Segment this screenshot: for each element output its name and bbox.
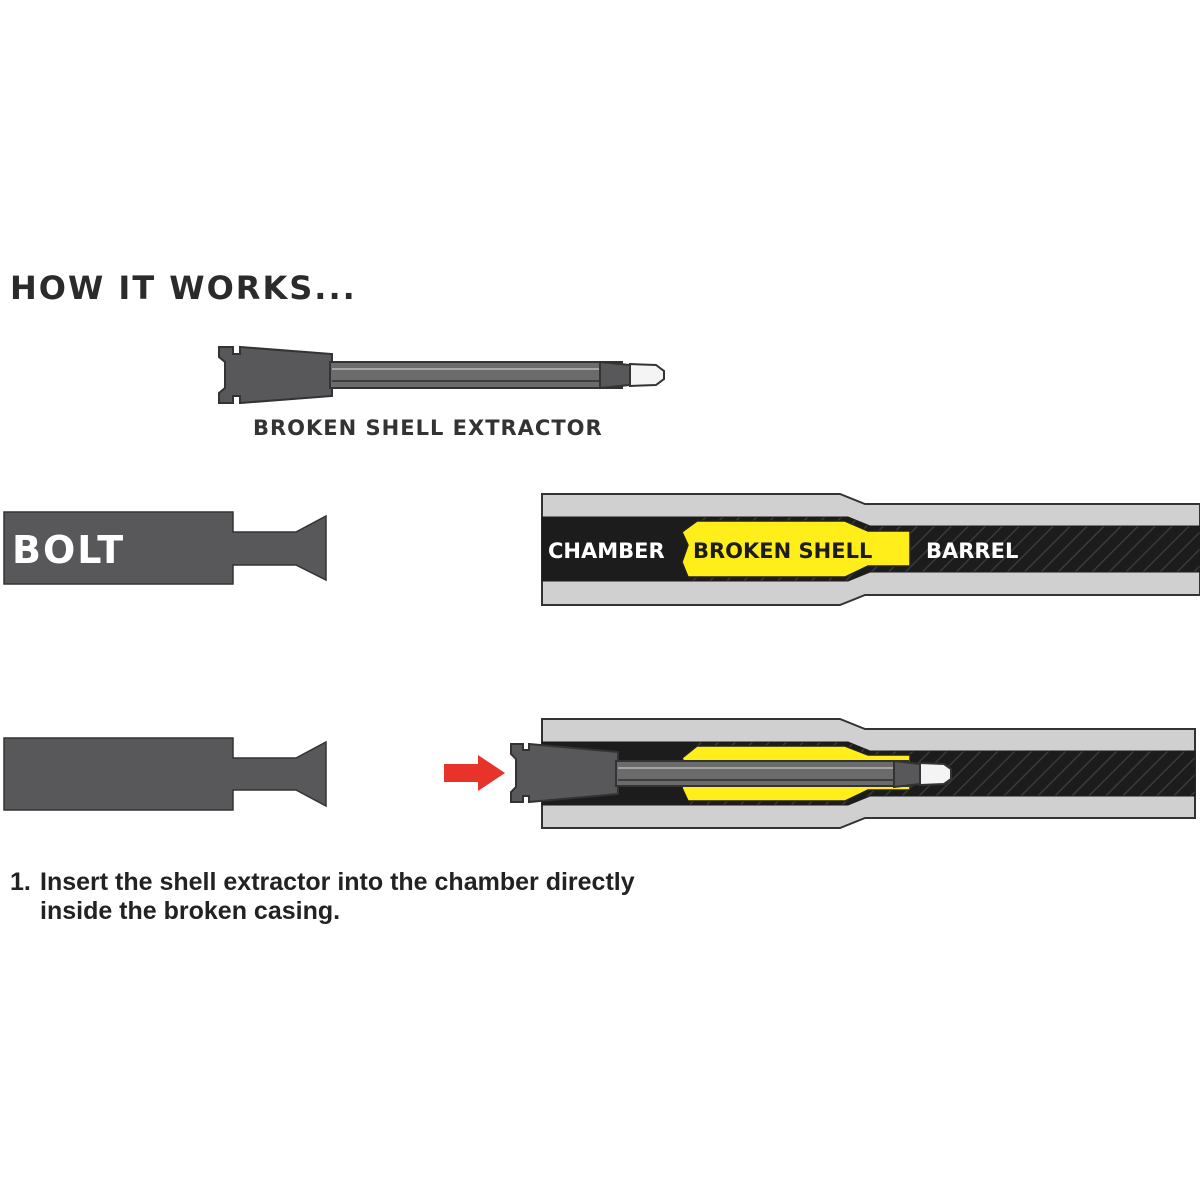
bolt-body [3, 737, 327, 811]
extractor-tip [629, 362, 665, 388]
step-line-1: 1. Insert the shell extractor into the ch… [10, 868, 770, 897]
extractor-label: BROKEN SHELL EXTRACTOR [253, 416, 603, 440]
bolt-illustration-top [3, 511, 327, 585]
red-arrow-icon [444, 755, 505, 791]
step-caption: 1. Insert the shell extractor into the ch… [10, 868, 770, 926]
extractor-shaft [615, 760, 909, 787]
barrel-label: BARREL [926, 539, 1018, 563]
heading: HOW IT WORKS... [10, 269, 357, 307]
bolt-illustration-bottom [3, 737, 327, 811]
extractor-taper [893, 759, 921, 789]
step-number: 1. [10, 868, 31, 896]
chamber-area [542, 517, 690, 581]
extractor-head [218, 345, 333, 405]
step-line-2: inside the broken casing. [40, 897, 341, 925]
extractor-illustration [218, 345, 665, 405]
bolt-body [3, 511, 327, 585]
broken-shell-shape [681, 520, 911, 578]
extractor-shaft [329, 361, 623, 389]
bolt-label: BOLT [12, 528, 125, 572]
extractor-head [510, 742, 619, 804]
step-text-1: Insert the shell extractor into the cham… [40, 868, 635, 896]
barrel-illustration-top [541, 493, 1200, 606]
chamber-label: CHAMBER [548, 539, 665, 563]
extractor-tip [919, 761, 952, 787]
broken-shell-label: BROKEN SHELL [693, 539, 872, 563]
extractor-inserted [510, 742, 952, 804]
extractor-taper [599, 360, 631, 390]
